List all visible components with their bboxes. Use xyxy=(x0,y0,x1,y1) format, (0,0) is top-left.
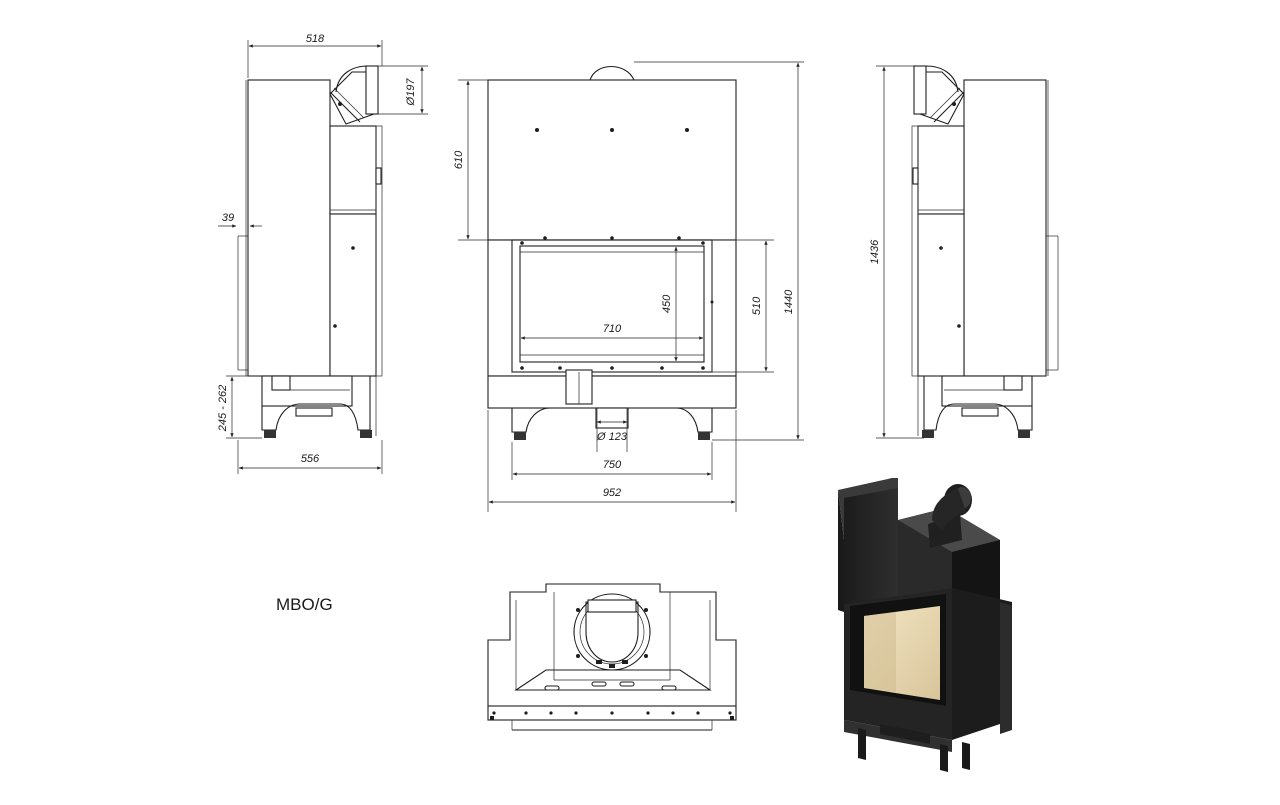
right-side-leg-outline xyxy=(923,376,1033,431)
right-side-body-main xyxy=(963,79,1047,377)
right-side-view: 1436 xyxy=(869,65,1059,439)
dim-450-label: 450 xyxy=(661,294,673,313)
front-top-panel xyxy=(487,79,737,241)
model-label: MBO/G xyxy=(276,595,333,614)
dim-39-label: 39 xyxy=(222,212,234,224)
dim-123-label: Ø 123 xyxy=(596,431,628,443)
top-view xyxy=(487,583,737,731)
front-flue-collar xyxy=(589,66,635,81)
front-glass xyxy=(519,245,705,363)
side-rear-box-lower xyxy=(329,213,377,377)
dim-1436-label: 1436 xyxy=(869,239,881,264)
dim-1440-label: 1440 xyxy=(783,289,795,314)
top-view-flue-damper xyxy=(585,601,639,663)
dim-952-label: 952 xyxy=(603,487,621,499)
side-body-main xyxy=(247,79,331,377)
side-leg-frame xyxy=(261,375,353,407)
dim-197-label: Ø197 xyxy=(405,78,417,107)
dim-556-label: 556 xyxy=(301,453,320,465)
render-top-panel xyxy=(844,488,898,620)
dim-610-label: 610 xyxy=(453,150,465,169)
dim-710-label: 710 xyxy=(603,323,622,335)
side-leg-outline xyxy=(261,376,371,431)
front-lower-panel xyxy=(487,239,737,377)
side-rear-box-upper xyxy=(329,125,377,215)
dim-510-label: 510 xyxy=(751,296,763,315)
top-view-outline xyxy=(487,583,737,707)
left-side-view: 518 Ø197 39 245 - 262 556 xyxy=(217,33,428,474)
dim-518-label: 518 xyxy=(306,33,325,45)
top-view-flue-ring xyxy=(573,593,651,671)
front-view: 610 710 450 510 1440 Ø 123 750 952 xyxy=(453,61,804,512)
dim-750-label: 750 xyxy=(603,459,622,471)
fireplace-3d-render xyxy=(838,478,1012,772)
dim-245-262-label: 245 - 262 xyxy=(217,385,229,432)
